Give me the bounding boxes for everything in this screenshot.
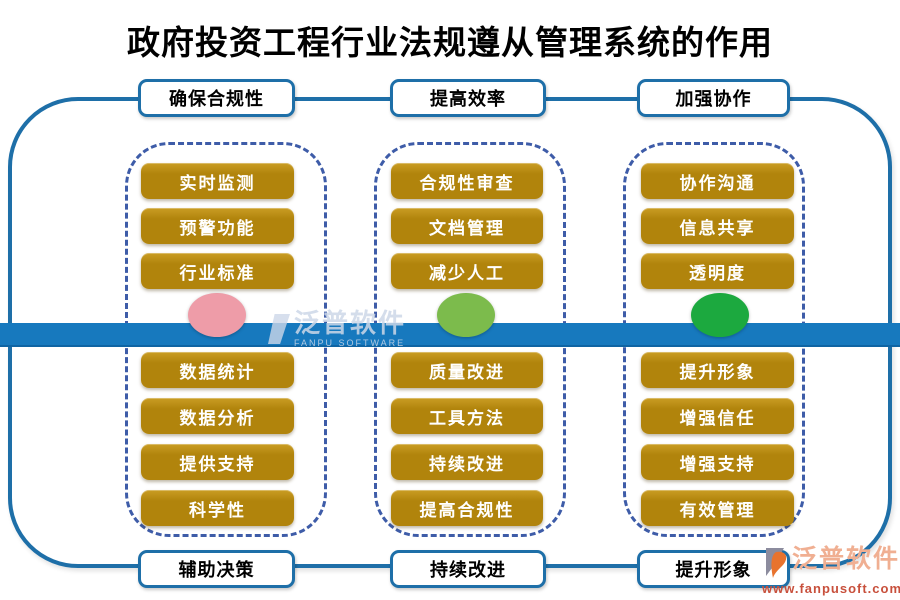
tab-top-strengthen-collaboration: 加强协作 <box>637 79 790 117</box>
tab-top-improve-efficiency: 提高效率 <box>390 79 546 117</box>
item-node: 减少人工 <box>391 253 543 289</box>
item-node: 信息共享 <box>641 208 794 244</box>
item-node: 合规性审查 <box>391 163 543 199</box>
tab-top-ensure-compliance: 确保合规性 <box>138 79 295 117</box>
item-node: 预警功能 <box>141 208 294 244</box>
tab-bottom-continuous-improvement: 持续改进 <box>390 550 546 588</box>
page-title: 政府投资工程行业法规遵从管理系统的作用 <box>127 24 773 61</box>
item-node: 质量改进 <box>391 352 543 388</box>
item-node: 数据统计 <box>141 352 294 388</box>
item-node: 提供支持 <box>141 444 294 480</box>
item-node: 数据分析 <box>141 398 294 434</box>
item-node: 行业标准 <box>141 253 294 289</box>
column1-bottom-items: 数据统计 数据分析 提供支持 科学性 <box>141 352 294 526</box>
item-node: 协作沟通 <box>641 163 794 199</box>
item-node: 科学性 <box>141 490 294 526</box>
column1-top-items: 实时监测 预警功能 行业标准 <box>141 163 294 289</box>
item-node: 提高合规性 <box>391 490 543 526</box>
tab-bottom-assist-decision: 辅助决策 <box>138 550 295 588</box>
tab-bottom-enhance-image: 提升形象 <box>637 550 790 588</box>
item-node: 透明度 <box>641 253 794 289</box>
item-node: 提升形象 <box>641 352 794 388</box>
ellipse-node-yellowgreen <box>437 293 495 337</box>
vendor-logo-icon <box>766 548 787 578</box>
vendor-brand-text: 泛普软件 <box>792 545 900 573</box>
column2-bottom-items: 质量改进 工具方法 持续改进 提高合规性 <box>391 352 543 526</box>
item-node: 文档管理 <box>391 208 543 244</box>
ellipse-node-green <box>691 293 749 337</box>
item-node: 实时监测 <box>141 163 294 199</box>
column3-bottom-items: 提升形象 增强信任 增强支持 有效管理 <box>641 352 794 526</box>
vendor-logo: 泛普软件 www.fanpusoft.com <box>762 544 900 598</box>
column3-top-items: 协作沟通 信息共享 透明度 <box>641 163 794 289</box>
item-node: 增强信任 <box>641 398 794 434</box>
item-node: 持续改进 <box>391 444 543 480</box>
item-node: 增强支持 <box>641 444 794 480</box>
item-node: 工具方法 <box>391 398 543 434</box>
item-node: 有效管理 <box>641 490 794 526</box>
vendor-url-text: www.fanpusoft.com <box>762 581 900 596</box>
ellipse-node-pink <box>188 293 246 337</box>
column2-top-items: 合规性审查 文档管理 减少人工 <box>391 163 543 289</box>
